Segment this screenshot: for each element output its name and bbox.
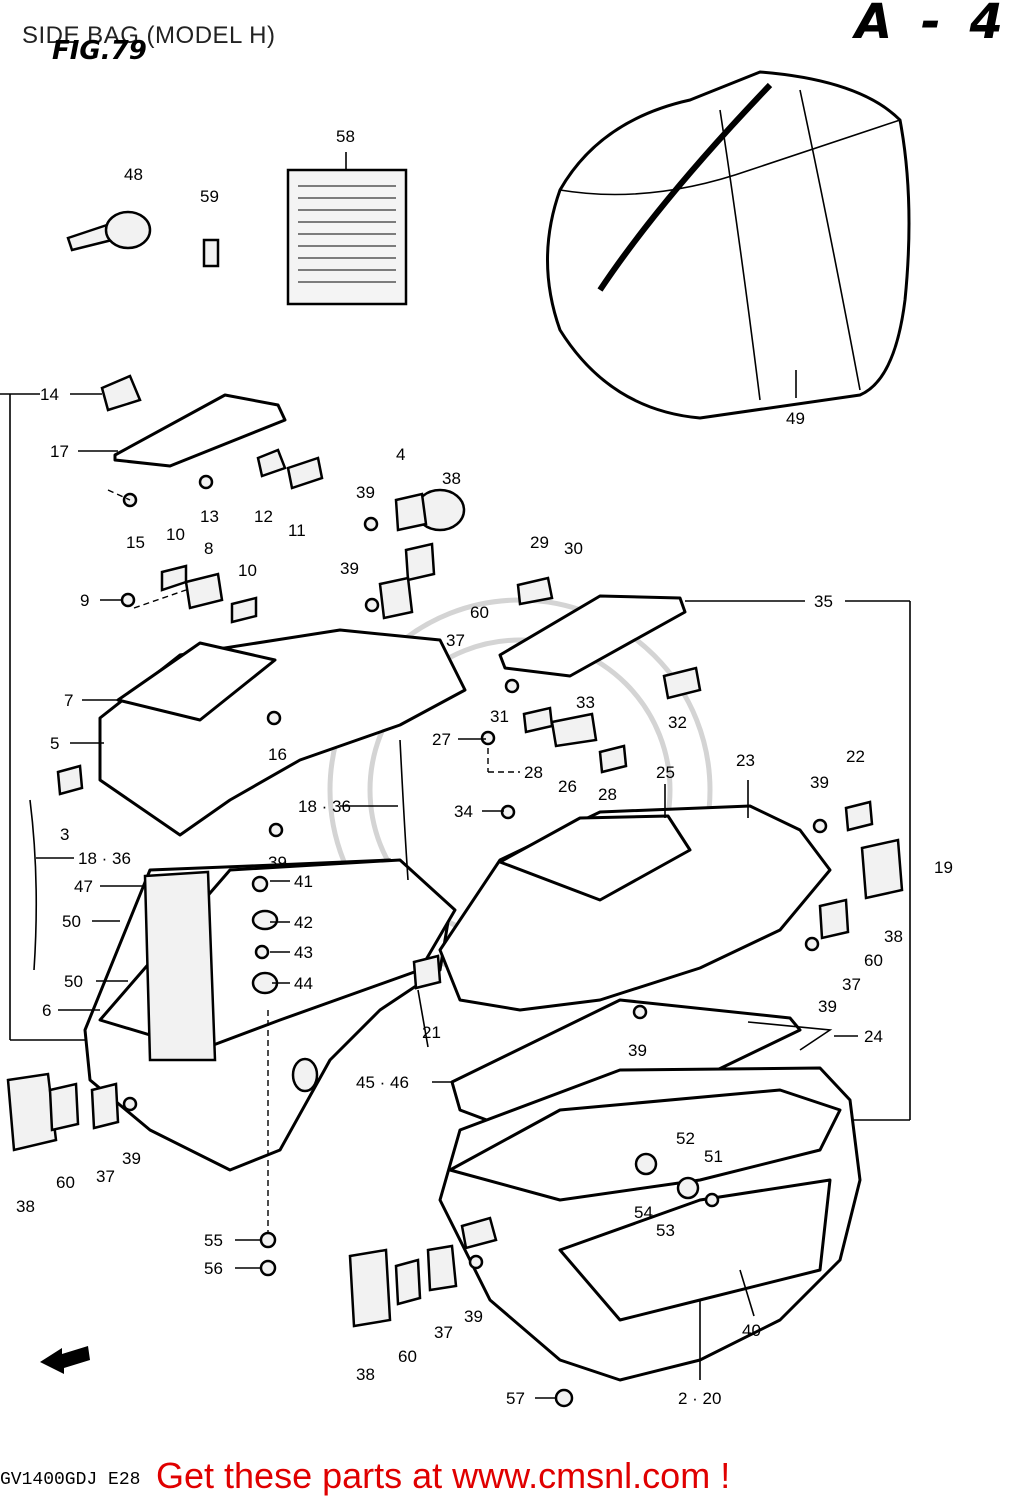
leader-lines: [36, 152, 858, 1399]
small-parts-top: [66, 168, 408, 306]
part-label: 26: [558, 777, 577, 796]
diagram-title: SIDE BAG (MODEL H): [22, 22, 276, 49]
part-label: 11: [288, 521, 306, 540]
part-label: 50: [64, 972, 83, 991]
part-label: 40: [742, 1321, 761, 1340]
part-label: 45 · 46: [356, 1073, 409, 1092]
part-label: 3: [60, 825, 69, 844]
left-top-case: [56, 628, 467, 837]
right-lower-case: [438, 1066, 862, 1382]
part-label: 39: [628, 1041, 647, 1060]
part-label: 21: [422, 1023, 441, 1042]
part-label: 39: [268, 853, 287, 872]
part-label: 27: [432, 730, 451, 749]
part-label: 39: [356, 483, 375, 502]
part-label: 28: [598, 785, 617, 804]
part-label: 37: [434, 1323, 453, 1342]
part-label: 60: [398, 1347, 417, 1366]
part-label: 17: [50, 442, 69, 461]
part-label: 38: [356, 1365, 375, 1384]
right-top-case: [412, 800, 904, 1012]
part-label: 52: [676, 1129, 695, 1148]
inner-bag: [546, 70, 911, 420]
part-label: 22: [846, 747, 865, 766]
model-code: GV1400GDJ E28: [0, 1470, 141, 1490]
part-label: 56: [204, 1259, 223, 1278]
part-label: 30: [564, 539, 583, 558]
part-label: 53: [656, 1221, 675, 1240]
part-label: 24: [864, 1027, 883, 1046]
part-label: 10: [238, 561, 257, 580]
part-label: 14: [40, 385, 59, 404]
part-label: 41: [294, 872, 313, 891]
part-label: 34: [454, 802, 473, 821]
part-label: 32: [668, 713, 687, 732]
part-label: 31: [490, 707, 509, 726]
part-label: 23: [736, 751, 755, 770]
part-label: 54: [634, 1203, 653, 1222]
section-mark: A - 4: [855, 0, 1009, 50]
lock-assemblies: [6, 488, 466, 1328]
part-label: 33: [576, 693, 595, 712]
cta-link[interactable]: Get these parts at www.cmsnl.com !: [156, 1455, 731, 1496]
part-label: 43: [294, 943, 313, 962]
part-label: 37: [842, 975, 861, 994]
fasteners: [29, 474, 828, 1408]
part-label: 29: [530, 533, 549, 552]
part-label: 12: [254, 507, 273, 526]
part-label: 9: [80, 591, 89, 610]
part-label: 39: [464, 1307, 483, 1326]
part-label: 60: [470, 603, 489, 622]
part-label: 51: [704, 1147, 723, 1166]
part-label: 38: [442, 469, 461, 488]
part-label: 6: [42, 1001, 51, 1020]
part-label: 44: [294, 974, 313, 993]
part-label: 39: [810, 773, 829, 792]
part-label: 59: [200, 187, 219, 206]
figure-label: FIG.79: [52, 36, 147, 66]
part-label: 39: [818, 997, 837, 1016]
bracket-lines: [0, 393, 911, 1121]
part-label: 4: [396, 445, 405, 464]
part-label: 16: [268, 745, 287, 764]
left-lid-parts: [100, 374, 324, 624]
left-lower-case: [83, 858, 457, 1172]
part-number-labels: 14 17 15 13 12 11 10 8 10 9 7 16 5 3 18 …: [16, 127, 953, 1408]
part-label: 39: [122, 1149, 141, 1168]
part-label: 57: [506, 1389, 525, 1408]
part-label: 39: [340, 559, 359, 578]
part-label: 25: [656, 763, 675, 782]
part-label: 35: [814, 592, 833, 611]
part-label: 18 · 36: [78, 849, 131, 868]
front-arrow-icon: [40, 1346, 90, 1374]
part-label: 8: [204, 539, 213, 558]
part-label: 49: [786, 409, 805, 428]
part-label: 19: [934, 858, 953, 877]
part-label: 2 · 20: [678, 1389, 721, 1408]
part-label: 5: [50, 734, 59, 753]
part-label: 42: [294, 913, 313, 932]
part-label: 48: [124, 165, 143, 184]
part-label: 58: [336, 127, 355, 146]
part-label: 60: [56, 1173, 75, 1192]
part-label: 47: [74, 877, 93, 896]
part-label: 7: [64, 691, 73, 710]
part-label: 38: [16, 1197, 35, 1216]
part-label: 55: [204, 1231, 223, 1250]
part-label: 28: [524, 763, 543, 782]
part-label: 60: [864, 951, 883, 970]
part-label: 10: [166, 525, 185, 544]
part-label: 50: [62, 912, 81, 931]
right-lid-parts: [498, 576, 702, 774]
part-label: 15: [126, 533, 145, 552]
part-label: 37: [96, 1167, 115, 1186]
part-label: 18 · 36: [298, 797, 351, 816]
part-label: 13: [200, 507, 219, 526]
part-label: 37: [446, 631, 465, 650]
part-label: 38: [884, 927, 903, 946]
